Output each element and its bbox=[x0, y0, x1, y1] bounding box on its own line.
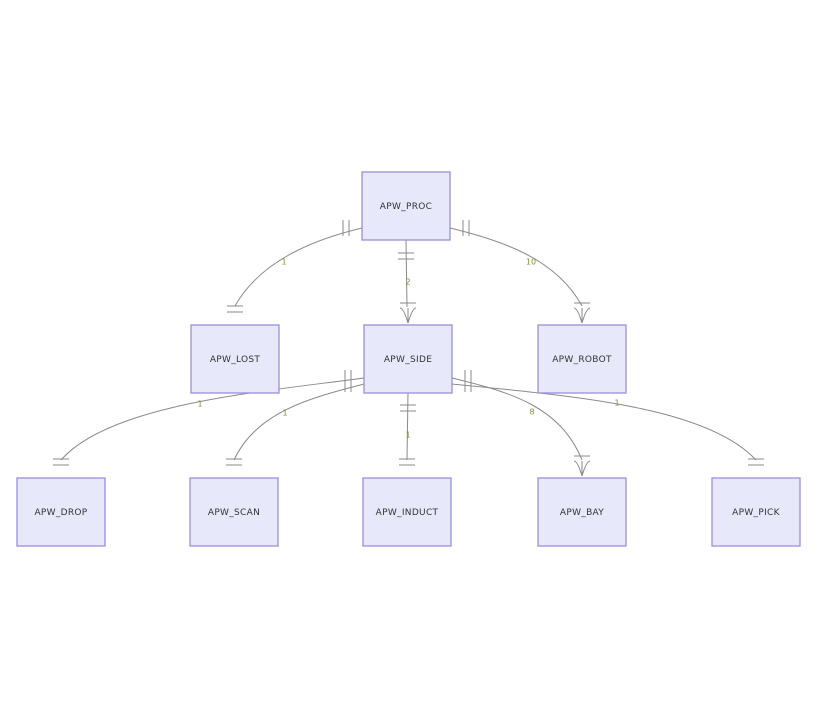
entity-name-label: APW_INDUCT bbox=[376, 508, 439, 518]
entity-name-label: APW_PICK bbox=[732, 508, 780, 518]
er-relationship bbox=[406, 391, 409, 461]
er-relationship bbox=[451, 383, 757, 461]
entity-name-label: APW_PROC bbox=[380, 202, 432, 212]
relationship-cardinality-label: 2 bbox=[405, 278, 410, 287]
relationship-cardinality-label: 1 bbox=[282, 409, 287, 418]
relationship-cardinality-label: 1 bbox=[614, 399, 619, 408]
entity-name-label: APW_SCAN bbox=[208, 508, 260, 518]
entity-name-label: APW_DROP bbox=[34, 508, 87, 518]
entity-apw-lost[interactable]: APW_LOST bbox=[190, 324, 280, 394]
edge-labels-layer: 1 2 10 1 1 1 8 1 bbox=[197, 258, 619, 440]
entity-name-label: APW_SIDE bbox=[384, 355, 432, 365]
entity-apw-proc[interactable]: APW_PROC bbox=[361, 171, 451, 241]
relationship-cardinality-label: 1 bbox=[197, 400, 202, 409]
relationship-cardinality-label: 10 bbox=[526, 258, 536, 267]
er-relationship bbox=[405, 239, 408, 308]
entity-apw-robot[interactable]: APW_ROBOT bbox=[537, 324, 627, 394]
entity-apw-side[interactable]: APW_SIDE bbox=[363, 324, 453, 394]
er-relationship bbox=[449, 227, 583, 307]
entity-apw-scan[interactable]: APW_SCAN bbox=[189, 477, 279, 547]
relationship-cardinality-label: 1 bbox=[405, 431, 410, 440]
entity-apw-pick[interactable]: APW_PICK bbox=[711, 477, 801, 547]
entity-name-label: APW_ROBOT bbox=[552, 355, 612, 365]
er-relationship bbox=[451, 377, 583, 461]
relationship-cardinality-label: 1 bbox=[281, 258, 286, 267]
er-relationship bbox=[233, 383, 365, 461]
entity-apw-bay[interactable]: APW_BAY bbox=[537, 477, 627, 547]
entity-name-label: APW_LOST bbox=[210, 355, 261, 365]
entity-apw-drop[interactable]: APW_DROP bbox=[16, 477, 106, 547]
entity-name-label: APW_BAY bbox=[560, 508, 604, 518]
er-relationship bbox=[60, 377, 365, 461]
relationship-cardinality-label: 8 bbox=[529, 408, 534, 417]
edges-layer bbox=[53, 220, 764, 477]
er-relationship bbox=[234, 227, 363, 307]
entities-layer: APW_PROC APW_LOST APW_SIDE APW_ROBOT APW_DRO… bbox=[16, 171, 801, 547]
entity-apw-induct[interactable]: APW_INDUCT bbox=[362, 477, 452, 547]
